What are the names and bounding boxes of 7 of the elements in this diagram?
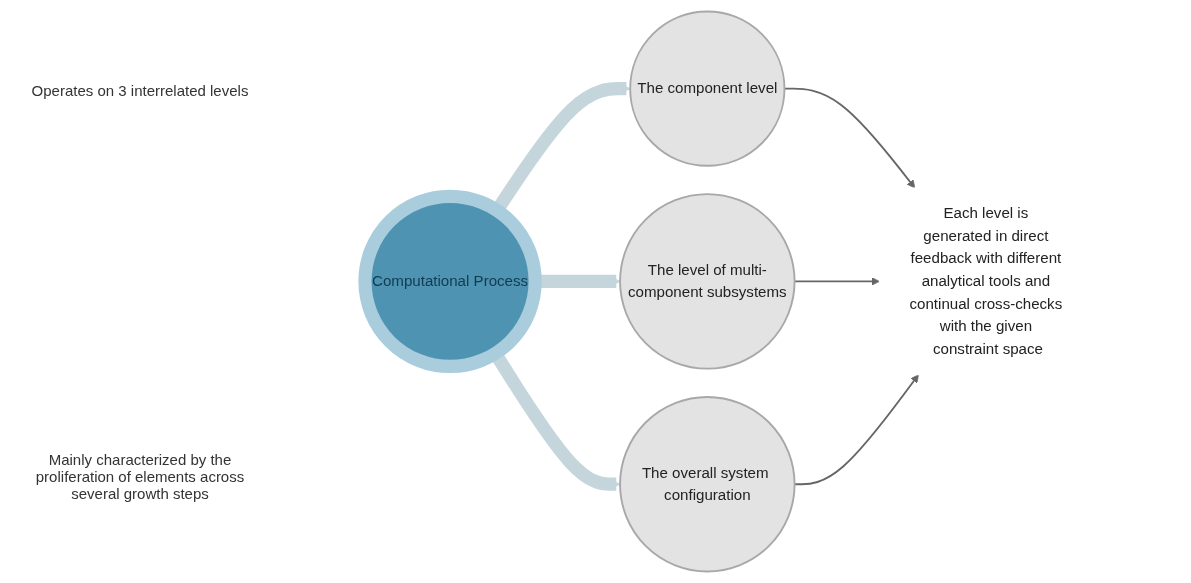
node-circle: The component level: [629, 10, 786, 167]
note-text: Mainly characterized by the proliferation of elements across several growth steps: [34, 450, 246, 502]
node-text: Each level is generated in direct feedback with different analytical tools and continual cross-checks with the given constraint space: [909, 204, 1062, 357]
node-circle: The overall system configuration: [618, 396, 796, 573]
node-circle: The level of multi-component subsystems: [618, 193, 796, 370]
node-circle: Computational Process: [358, 189, 542, 374]
note-text: Operates on 3 interrelated levels: [30, 81, 250, 99]
